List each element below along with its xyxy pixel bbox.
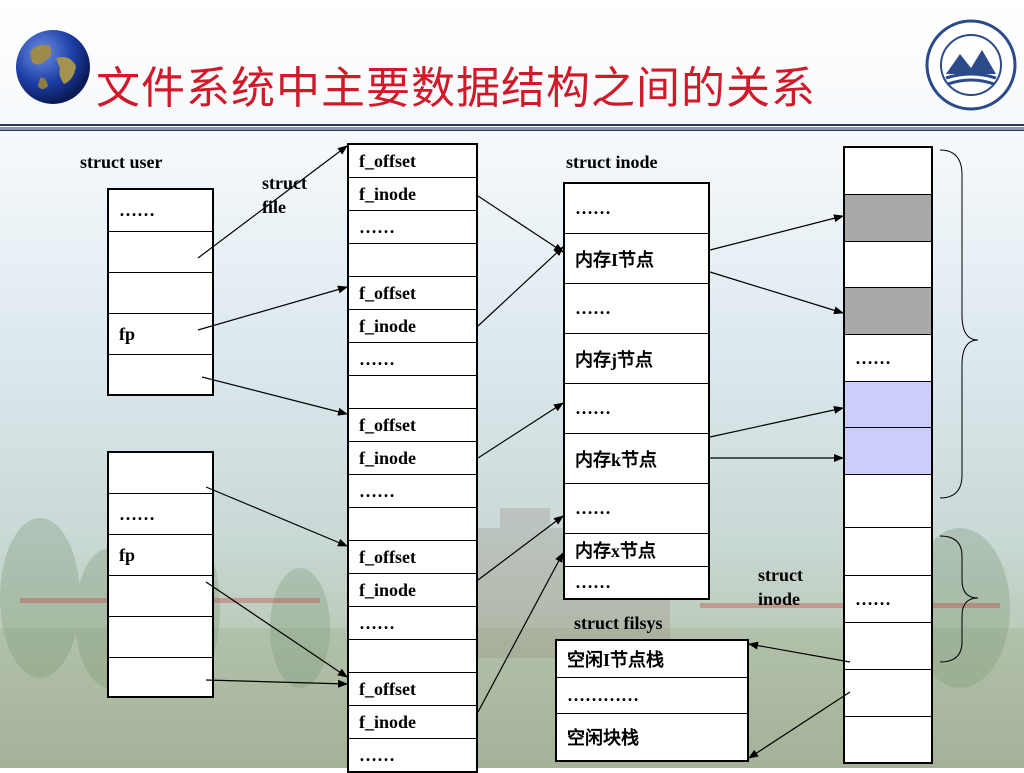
struct-inode-disk-label: struct inode [758, 563, 803, 611]
arrow-file-to-inode-i [477, 246, 564, 327]
arrow-inode-to-disk [709, 406, 844, 438]
globe-icon [16, 30, 90, 104]
inode-cell: 内存x节点 [565, 534, 708, 567]
inode-cell: …… [565, 484, 708, 534]
arrow-user2-to-file [205, 486, 348, 547]
inode-table: …… 内存I节点 …… 内存j节点 …… 内存k节点 …… 内存x节点 …… [563, 182, 710, 600]
disk-cell [845, 475, 931, 528]
inode-cell: …… [565, 184, 708, 234]
brace-inode-region [939, 149, 979, 499]
file-cell: f_inode [349, 706, 476, 739]
disk-cell [845, 623, 931, 670]
struct-file-label-line2: file [262, 197, 286, 217]
user1-cell [109, 232, 212, 273]
brace-data-region [939, 535, 979, 663]
user1-cell [109, 273, 212, 314]
arrow-inode-to-disk [709, 214, 844, 251]
file-cell: …… [349, 475, 476, 508]
struct-file-label-line1: struct [262, 173, 307, 193]
header-divider [0, 124, 1024, 131]
file-cell: f_offset [349, 277, 476, 310]
filsys-table: 空闲I节点栈 ………… 空闲块栈 [555, 639, 749, 762]
user1-fp-cell: fp [109, 314, 212, 355]
file-cell: f_inode [349, 310, 476, 343]
struct-inode-disk-line1: struct [758, 565, 803, 585]
disk-cell: …… [845, 335, 931, 382]
arrow-file-to-inode-k [477, 402, 564, 459]
user2-cell [109, 453, 212, 494]
arrow-user1-fp-to-file [197, 285, 348, 331]
university-logo [925, 19, 1017, 111]
file-cell: f_offset [349, 673, 476, 706]
file-cell: f_offset [349, 145, 476, 178]
struct-inode-disk-line2: inode [758, 589, 801, 609]
disk-cell: …… [845, 576, 931, 623]
arrow-user1-to-file [197, 145, 348, 259]
struct-filsys-label: struct filsys [574, 613, 663, 633]
user-table-1: …… fp [107, 188, 214, 396]
disk-cell [845, 242, 931, 288]
disk-block-column: …… …… [843, 146, 933, 764]
file-cell: f_inode [349, 178, 476, 211]
arrow-user2-to-file [205, 679, 348, 688]
user2-cell [109, 617, 212, 658]
user-table-2: …… fp [107, 451, 214, 698]
file-cell: f_inode [349, 574, 476, 607]
file-cell [349, 244, 476, 277]
inode-cell: …… [565, 384, 708, 434]
file-cell: …… [359, 744, 395, 765]
file-cell: f_offset [349, 541, 476, 574]
filsys-cell: 空闲I节点栈 [557, 641, 747, 678]
file-cell: f_inode [349, 442, 476, 475]
disk-cell-highlight [845, 428, 931, 475]
page-title: 文件系统中主要数据结构之间的关系 [96, 63, 816, 114]
file-cell: …… [349, 211, 476, 244]
arrow-user1-to-file [201, 376, 348, 416]
filsys-cell: ………… [557, 678, 747, 714]
file-cell [349, 640, 476, 673]
file-cell: …… [349, 607, 476, 640]
arrow-user2-fp-to-file [205, 581, 348, 678]
disk-cell [845, 528, 931, 576]
arrow-disk-to-filsys [748, 641, 851, 663]
struct-inode-label: struct inode [566, 152, 658, 172]
arrow-disk-to-filsys [748, 691, 851, 759]
struct-user-label: struct user [80, 152, 163, 172]
file-cell [349, 508, 476, 541]
struct-file-label: struct file [262, 171, 307, 219]
arrow-file-to-inode-i [477, 195, 564, 253]
disk-cell [845, 670, 931, 717]
disk-cell [845, 148, 931, 195]
arrow-inode-to-disk [709, 271, 844, 315]
user2-fp-cell: fp [109, 535, 212, 576]
inode-cell: 内存j节点 [565, 334, 708, 384]
disk-cell-highlight [845, 382, 931, 428]
arrow-file-to-inode-x [477, 515, 564, 581]
inode-cell: 内存I节点 [565, 234, 708, 284]
user2-cell [109, 576, 212, 617]
filsys-cell: 空闲块栈 [567, 728, 639, 748]
file-cell: …… [349, 343, 476, 376]
file-table: f_offset f_inode …… f_offset f_inode …… … [347, 143, 478, 773]
disk-cell-used [845, 195, 931, 242]
inode-cell: …… [565, 284, 708, 334]
inode-cell: …… [575, 572, 611, 592]
file-cell [349, 376, 476, 409]
disk-cell-used [845, 288, 931, 335]
inode-cell: 内存k节点 [565, 434, 708, 484]
arrow-file-to-inode-x [477, 552, 564, 713]
user2-cell: …… [109, 494, 212, 535]
file-cell: f_offset [349, 409, 476, 442]
user1-cell: …… [109, 190, 212, 232]
